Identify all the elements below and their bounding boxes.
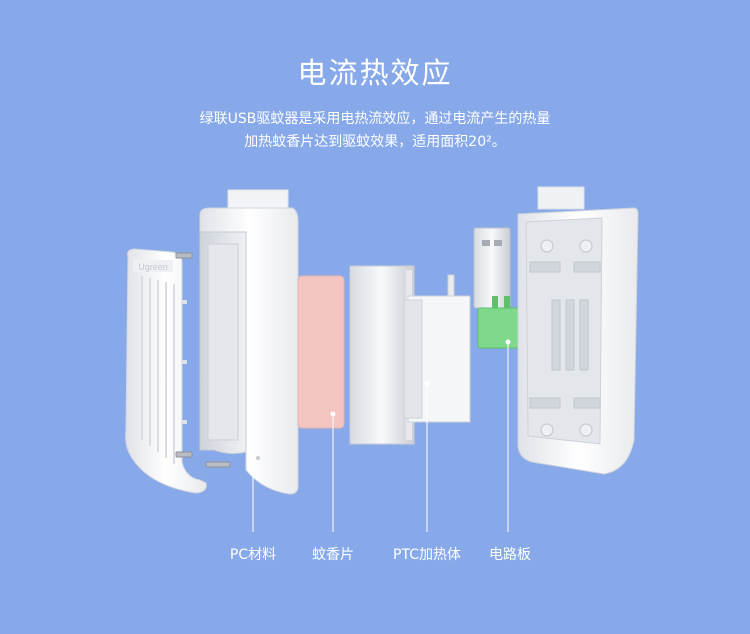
brand-logo [133,260,173,272]
description: 绿联USB驱蚊器是采用电热流效应，通过电流产生的热量 加热蚊香片达到驱蚊效果，适… [0,108,750,154]
description-line-1: 绿联USB驱蚊器是采用电热流效应，通过电流产生的热量 [199,111,551,127]
label-ptc-heater: PTC加热体 [393,547,461,563]
label-mosquito-tablet: 蚊香片 [312,547,354,563]
usb-connector [473,227,511,309]
label-circuit-board: 电路板 [489,547,531,563]
back-shell [517,186,639,475]
dot-ptc-heater [424,381,430,387]
leader-lines [252,342,509,532]
description-line-2: 加热蚊香片达到驱蚊效果，适用面积20²。 [244,134,506,150]
dot-circuit-board [505,339,511,345]
leader-dots [250,339,511,462]
circuit-board [477,296,521,349]
page-title: 电流热效应 [297,56,453,90]
mosquito-tablet [297,275,345,429]
front-shell [199,189,299,495]
ptc-heater [403,274,471,423]
brand-logo-text: Ugreen [138,262,168,272]
ribbed-cover: Ugreen [125,248,207,494]
label-pc-material: PC材料 [229,547,277,563]
dot-pc-material [250,456,256,462]
dot-mosquito-tablet [330,411,336,417]
